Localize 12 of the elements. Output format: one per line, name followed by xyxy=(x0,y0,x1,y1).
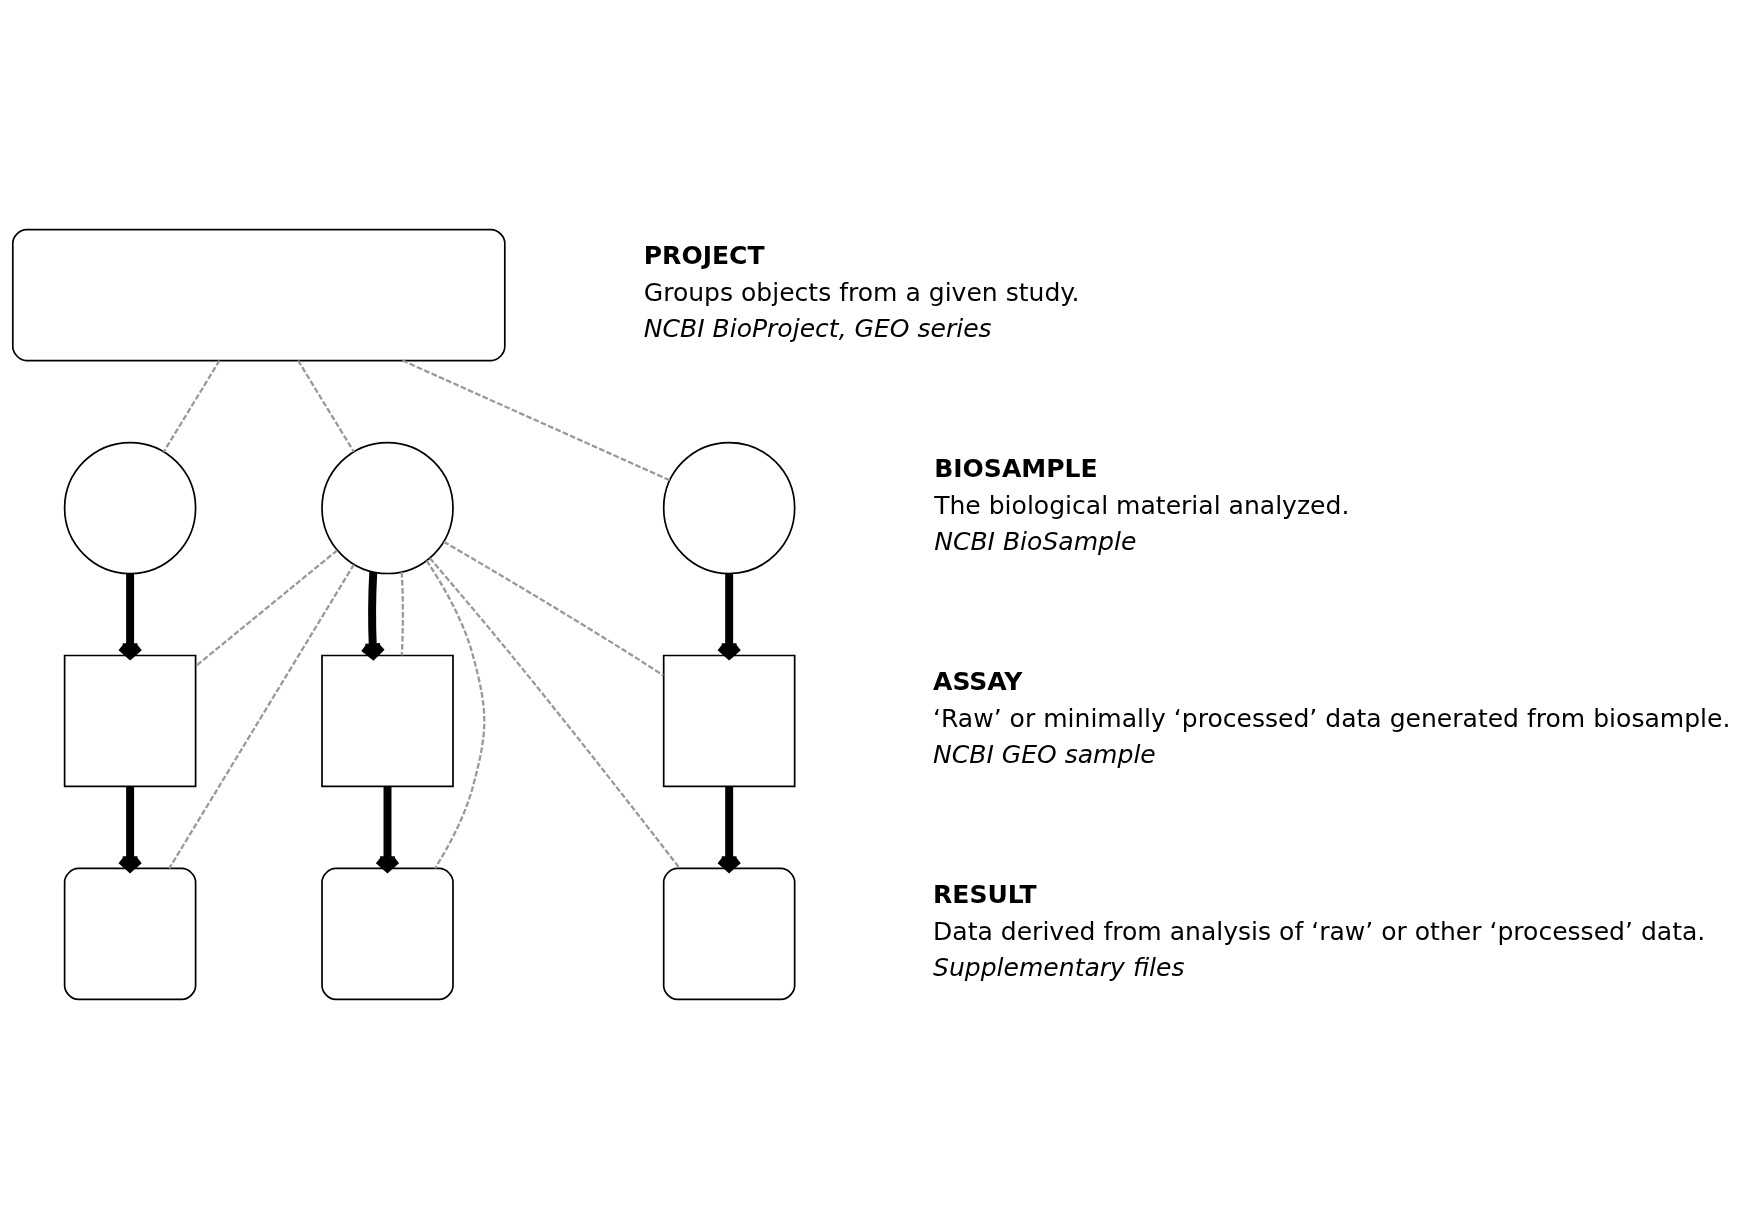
label: NCBI BioProject, GEO series xyxy=(643,313,992,343)
label: ASSAY xyxy=(933,666,1023,696)
label: RESULT xyxy=(933,879,1037,909)
label: Groups objects from a given study. xyxy=(643,278,1080,308)
label: ‘Raw’ or minimally ‘processed’ data generated from biosample. xyxy=(933,704,1731,734)
label: The biological material analyzed. xyxy=(934,491,1350,521)
label: NCBI BioSample xyxy=(934,526,1137,556)
label: BIOSAMPLE xyxy=(934,453,1098,483)
label: Supplementary files xyxy=(933,952,1185,982)
label: NCBI GEO sample xyxy=(933,739,1156,769)
label: Data derived from analysis of ‘raw’ or other ‘processed’ data. xyxy=(933,917,1706,947)
label: PROJECT xyxy=(643,240,765,270)
